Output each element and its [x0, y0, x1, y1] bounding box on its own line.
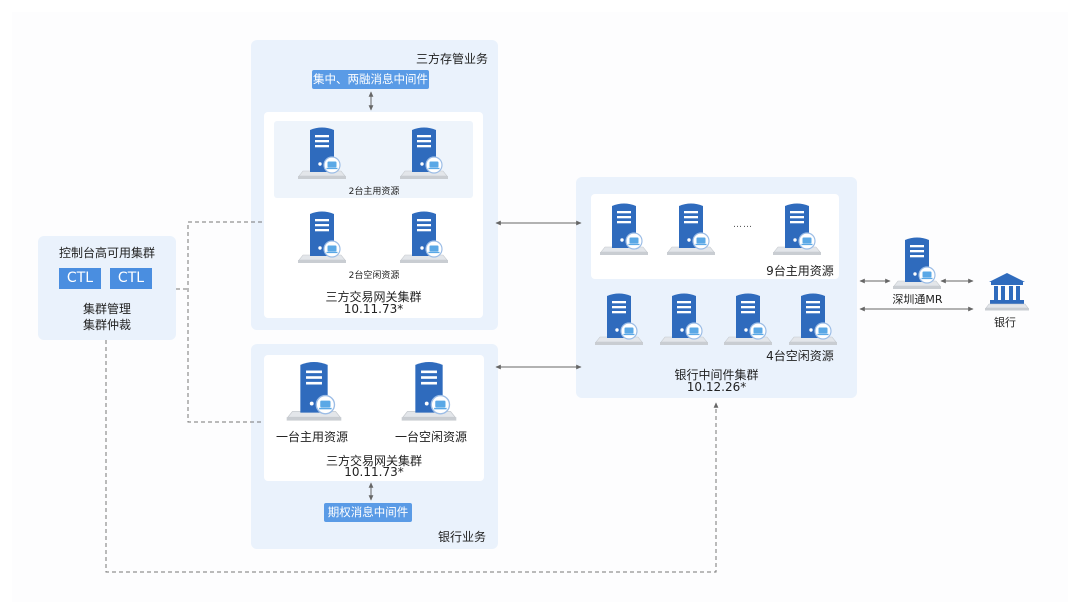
third-party-active-label: 2台主用资源	[348, 187, 400, 197]
bank-middleware-idle-label: 4台空闲资源	[766, 349, 834, 363]
server-icon	[282, 358, 346, 424]
server-icon	[664, 200, 718, 258]
bank-cluster-ip: 10.11.73*	[344, 465, 404, 479]
bank-middleware-active-label: 9台主用资源	[766, 264, 834, 278]
ctl-node-2: CTL	[110, 268, 152, 289]
bank-idle-label: 一台空闲资源	[394, 430, 467, 444]
third-party-idle-label: 2台空闲资源	[348, 271, 400, 281]
centralized-margin-middleware-badge: 集中、两融消息中间件	[312, 70, 429, 89]
third-party-cluster-name: 三方交易网关集群	[325, 290, 422, 304]
server-icon	[397, 208, 451, 266]
ellipsis: ……	[733, 220, 753, 230]
server-icon	[397, 358, 461, 424]
bank-building-icon	[983, 270, 1031, 312]
server-icon	[295, 208, 349, 266]
bank-business-label: 银行业务	[437, 530, 486, 544]
server-icon	[397, 124, 451, 182]
third-party-custody-label: 三方存管业务	[415, 52, 488, 66]
control-cluster-panel: 控制台高可用集群 CTL CTL 集群管理 集群仲裁	[38, 236, 176, 340]
options-middleware-badge: 期权消息中间件	[324, 503, 412, 522]
bank-middleware-cluster-ip: 10.12.26*	[686, 380, 747, 394]
server-icon	[657, 290, 711, 348]
bank-label: 银行	[994, 316, 1016, 329]
shenzhen-connect-server-icon	[890, 234, 944, 292]
third-party-cluster-ip: 10.11.73*	[343, 302, 404, 316]
server-icon	[295, 124, 349, 182]
bank-active-label: 一台主用资源	[275, 430, 348, 444]
ctl-node-1: CTL	[59, 268, 101, 289]
server-icon	[786, 290, 840, 348]
shenzhen-connect-label: 深圳通MR	[892, 293, 943, 306]
server-icon	[592, 290, 646, 348]
server-icon	[770, 200, 824, 258]
cluster-arbitration-label: 集群仲裁	[82, 318, 131, 332]
control-cluster-title: 控制台高可用集群	[58, 246, 155, 260]
server-icon	[597, 200, 651, 258]
cluster-management-label: 集群管理	[82, 302, 131, 316]
server-icon	[721, 290, 775, 348]
